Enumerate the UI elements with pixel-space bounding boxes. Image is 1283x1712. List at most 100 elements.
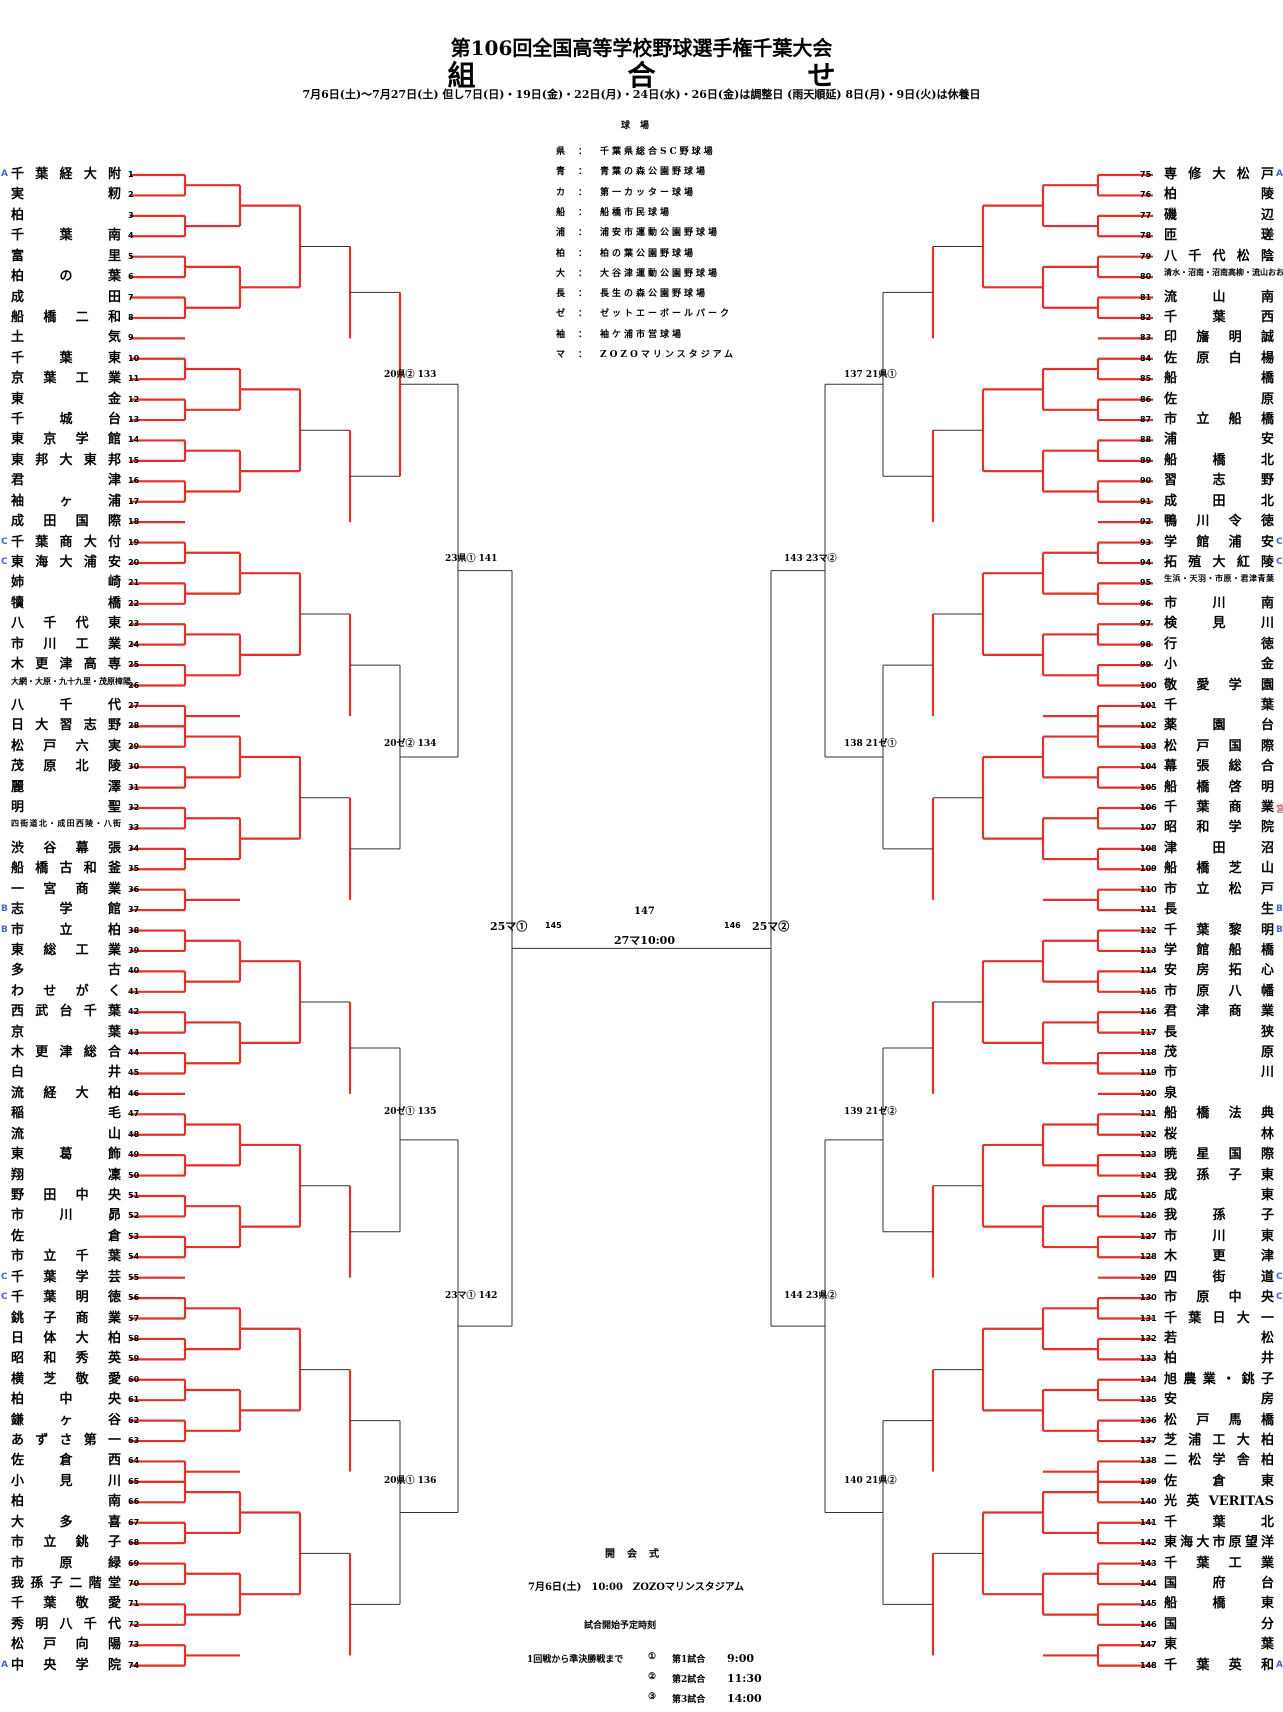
team-name: 流山南 xyxy=(1164,289,1274,305)
team-name: あずさ第一 xyxy=(11,1433,121,1449)
team-number: 11 xyxy=(128,374,140,384)
team-name: 薬園台 xyxy=(1164,718,1274,734)
team-name: 麗澤 xyxy=(11,779,121,795)
team-number: 3 xyxy=(128,210,134,220)
team-number: 21 xyxy=(128,578,140,588)
team-number: 128 xyxy=(1140,1252,1157,1262)
team-name: 市川工業 xyxy=(11,636,121,652)
team-name: 市川東 xyxy=(1164,1228,1274,1244)
team-number: 146 xyxy=(1140,1619,1157,1629)
team-name: 若松 xyxy=(1164,1330,1274,1346)
team-name: 鴨川令徳 xyxy=(1164,514,1274,530)
semifinal-num-left: 145 xyxy=(545,921,562,930)
ceremony-detail: 7月6日(土) 10:00 ZOZOマリンスタジアム xyxy=(528,1582,745,1593)
team-name: 佐原 xyxy=(1164,391,1274,407)
venue-name: 青葉の森公園野球場 xyxy=(600,167,709,178)
team-name: 横芝敬愛 xyxy=(11,1371,121,1387)
team-name: 浦安 xyxy=(1164,432,1274,448)
team-name: 旭農業・銚子 xyxy=(1164,1371,1274,1387)
zone-mark: C xyxy=(1,1271,8,1282)
team-number: 75 xyxy=(1140,170,1152,179)
team-number: 43 xyxy=(128,1027,140,1037)
team-name: 大網・大原・九十九里・茂原樟陽 xyxy=(11,675,131,686)
team-name: 二松学舎柏 xyxy=(1164,1453,1274,1469)
team-name: 印旛明誠 xyxy=(1164,330,1274,346)
team-name: 我孫子東 xyxy=(1164,1167,1274,1183)
team-number: 141 xyxy=(1140,1517,1157,1527)
team-number: 31 xyxy=(128,782,140,792)
team-name: 市立銚子 xyxy=(11,1535,121,1551)
team-number: 10 xyxy=(128,353,140,363)
team-number: 68 xyxy=(128,1538,140,1548)
team-name: わせがく xyxy=(11,983,121,999)
quarter-label-Q1: 23県① 141 xyxy=(445,554,498,564)
final-info: 27マ10:00 xyxy=(614,934,675,947)
team-name: 市原緑 xyxy=(11,1555,121,1571)
team-number: 52 xyxy=(128,1211,140,1221)
zone-mark: C xyxy=(1,1292,8,1303)
team-name: 流経大柏 xyxy=(11,1085,121,1101)
team-number: 18 xyxy=(128,517,140,527)
zone-mark: C xyxy=(1,556,8,567)
venue-abbr: 浦 xyxy=(556,228,566,239)
team-number: 126 xyxy=(1140,1211,1157,1221)
team-name: 長狭 xyxy=(1164,1024,1274,1040)
team-number: 107 xyxy=(1140,823,1157,833)
team-number: 45 xyxy=(128,1068,140,1078)
team-name: 千葉商大付 xyxy=(11,534,121,550)
team-name: 成東 xyxy=(1164,1188,1274,1203)
team-name: 銚子商業 xyxy=(11,1310,121,1326)
team-name: 八千代東 xyxy=(11,616,121,632)
zone-mark: C xyxy=(1276,556,1283,567)
team-number: 130 xyxy=(1140,1293,1157,1303)
team-name: 千葉 xyxy=(1164,697,1274,713)
team-name: 京葉 xyxy=(11,1024,121,1040)
team-number: 116 xyxy=(1140,1007,1157,1017)
team-number: 34 xyxy=(128,843,140,853)
ceremony-heading: 開会式 xyxy=(605,1549,671,1560)
team-name: 流山 xyxy=(11,1126,121,1142)
team-number: 70 xyxy=(128,1578,140,1588)
team-name: 匝瑳 xyxy=(1164,228,1274,244)
team-number: 42 xyxy=(128,1007,140,1017)
team-number: 123 xyxy=(1140,1150,1157,1160)
team-name: 松戸国際 xyxy=(1164,738,1274,754)
team-number: 88 xyxy=(1140,435,1152,445)
zone-mark: A xyxy=(1,1659,8,1670)
time-label: 第1試合 xyxy=(672,1655,706,1665)
team-number: 79 xyxy=(1140,251,1152,261)
team-number: 39 xyxy=(128,945,140,955)
team-name: 市立船橋 xyxy=(1164,412,1274,428)
team-number: 40 xyxy=(128,966,140,976)
team-name: 明聖 xyxy=(11,800,121,816)
team-name: 千葉学芸 xyxy=(11,1269,121,1285)
team-number: 95 xyxy=(1140,578,1152,588)
team-name: 市原八幡 xyxy=(1164,983,1274,999)
semi-label-R3: 139 21ゼ② xyxy=(844,1107,897,1117)
team-name: 白井 xyxy=(11,1065,121,1081)
team-name: 学館船橋 xyxy=(1164,942,1274,958)
time-mark: ① xyxy=(648,1652,657,1662)
zone-mark: A xyxy=(1,169,8,179)
team-number: 145 xyxy=(1140,1599,1157,1609)
team-name: 君津 xyxy=(11,473,121,489)
team-number: 58 xyxy=(128,1333,140,1343)
team-number: 41 xyxy=(128,986,140,996)
team-number: 112 xyxy=(1140,925,1157,935)
team-name: 市原中央 xyxy=(1164,1290,1274,1306)
zone-mark: C xyxy=(1276,1271,1283,1282)
team-name: 四街道北・成田西陵・八街 xyxy=(11,818,121,829)
venue-abbr: 大 xyxy=(556,268,566,279)
team-name: 一宮商業 xyxy=(11,881,121,897)
semifinal-num-right: 146 xyxy=(724,921,741,930)
team-number: 62 xyxy=(128,1415,140,1425)
venue-item: 浦：浦安市運動公園野球場 xyxy=(556,225,720,238)
team-number: 118 xyxy=(1140,1048,1157,1058)
team-name: 佐原白楊 xyxy=(1164,350,1274,366)
team-name: 秀明八千代 xyxy=(11,1616,121,1632)
team-number: 92 xyxy=(1140,517,1152,527)
team-number: 37 xyxy=(128,905,140,915)
team-number: 84 xyxy=(1140,353,1152,363)
quarter-label-Q4: 144 23県② xyxy=(784,1291,837,1301)
